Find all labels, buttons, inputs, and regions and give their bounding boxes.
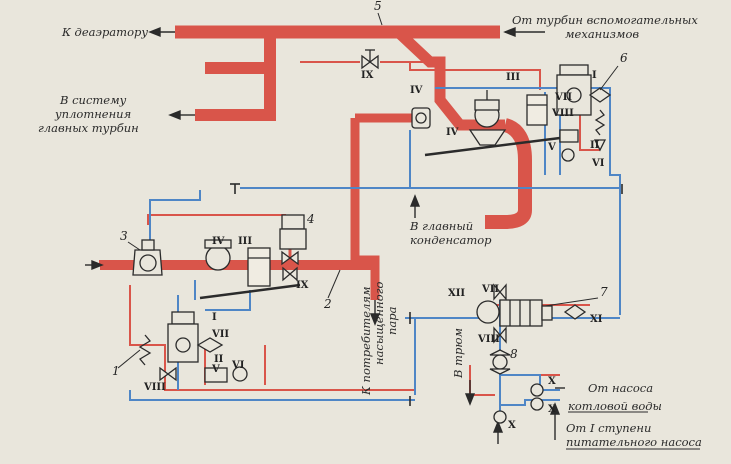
roman-viii-top: VIII [551,108,574,119]
callout-numbers: 5 6 3 4 2 1 7 8 [112,0,628,378]
roman-iv-mid: IV [446,127,459,138]
valve-3 [132,239,163,276]
roman-ii-top: II [590,140,600,151]
number-4: 4 [306,212,315,226]
assembly-1 [138,311,248,383]
roman-x-3: X [508,420,516,431]
roman-xi: XI [590,314,603,325]
linkage-rod-upper [424,136,561,157]
label-from-feed-pump-1: От I ступени [566,421,651,435]
linkage-rod [199,283,301,300]
check-valves-x [493,383,544,424]
svg-text:К потребителям: К потребителям [359,286,373,396]
label-from-feed-pump-2: питательного насоса [566,435,702,449]
roman-ix-left: IX [296,280,309,291]
number-2: 2 [323,297,332,311]
assembly-6 [556,64,612,162]
roman-viii-left: VIII [143,382,166,393]
roman-vii-top: VII [554,92,572,103]
roman-vi-left: VI [231,360,245,371]
valve-iv-top [411,107,431,129]
label-to-consumers: К потребителям насыщенного пара [359,282,399,396]
components [132,49,623,424]
roman-v-top: V [547,142,556,153]
label-from-aux-turbines-2: механизмов [565,27,639,41]
roman-iv-left: IV [212,236,225,247]
regulator-iv-left [204,239,271,287]
roman-v-left: V [211,364,220,375]
text-labels: К деаэратору От турбин вспомогательных м… [38,13,702,450]
label-from-pump-1: От насоса [588,381,653,395]
svg-text:насыщенного: насыщенного [372,282,386,365]
svg-text:пара: пара [385,306,399,335]
flow-arrows [85,26,565,444]
tees [230,183,623,406]
valve-ix-left [282,266,298,282]
label-to-deaerator: К деаэратору [61,25,148,39]
roman-iii-top: III [506,72,520,83]
assembly-4 [279,214,307,266]
roman-ii-left: II [214,354,224,365]
label-from-pump-2: котловой воды [568,399,662,413]
regulator-upper [468,90,548,146]
label-to-seal-1: В систему [59,93,127,107]
number-7: 7 [600,285,608,299]
roman-viii-right: VIII [477,334,500,345]
roman-vii-right: VII [481,284,499,295]
roman-i-left: I [212,312,217,323]
roman-xii: XII [448,288,465,299]
assembly-8 [489,349,511,375]
number-1: 1 [112,364,120,378]
number-3: 3 [120,229,128,243]
label-from-aux-turbines-1: От турбин вспомогательных [512,13,698,27]
assembly-7 [476,299,587,327]
number-8: 8 [510,347,518,361]
label-to-seal-2: уплотнения [54,107,131,121]
roman-vi-top: VI [591,158,605,169]
number-5: 5 [374,0,382,13]
svg-text:В трюм: В трюм [451,328,465,379]
roman-numerals: IX IV IV III I VII VIII II V VI IV III I… [143,70,605,431]
roman-x-2: X [548,404,556,415]
label-to-seal-3: главных турбин [38,121,139,135]
valve-viii-right [493,326,507,344]
roman-iv-top: IV [410,85,423,96]
roman-x-1: X [548,376,556,387]
label-to-condenser-1: В главный [409,219,473,233]
roman-i-top: I [592,70,597,81]
valve-vii-right [493,283,507,301]
label-to-condenser-2: конденсатор [410,233,492,247]
number-6: 6 [620,51,628,65]
valve-ix-top [361,49,379,70]
label-to-hold: В трюм [451,328,465,379]
roman-ix-top: IX [361,70,374,81]
roman-iii-left: III [238,236,252,247]
roman-vii-left: VII [211,329,229,340]
